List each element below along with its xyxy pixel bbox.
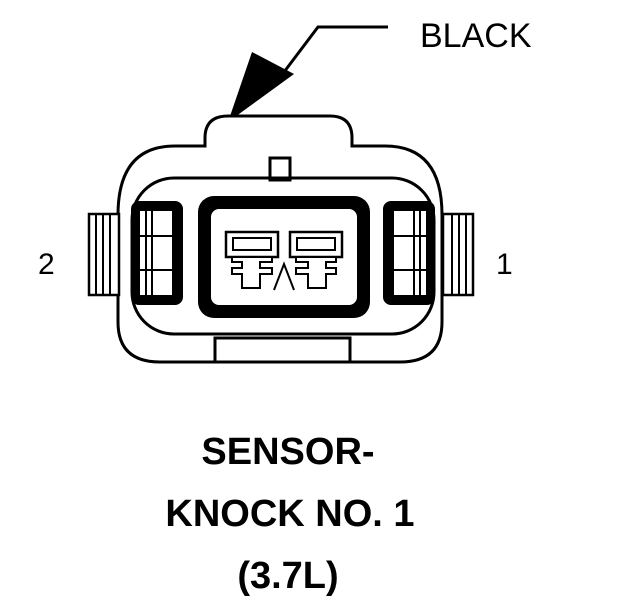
pin-number-right: 1 [496, 248, 513, 281]
terminal-divider [273, 261, 295, 291]
wire-color-label: BLACK [420, 17, 532, 55]
left-guide [131, 201, 183, 305]
terminal-cavity [198, 196, 370, 318]
terminal-pin-1 [288, 230, 344, 289]
right-guide [383, 201, 435, 305]
terminal-pin-2 [224, 230, 280, 289]
caption-line-1: SENSOR- [201, 431, 374, 473]
right-ribs [441, 212, 475, 297]
left-ribs [87, 212, 121, 297]
pin-number-left: 2 [38, 248, 55, 281]
locking-tab [268, 156, 292, 182]
housing-bottom-flange [213, 336, 352, 362]
color-leader-arrow [228, 25, 388, 122]
caption-line-2: KNOCK NO. 1 [165, 493, 414, 535]
caption-line-3: (3.7L) [237, 555, 338, 597]
